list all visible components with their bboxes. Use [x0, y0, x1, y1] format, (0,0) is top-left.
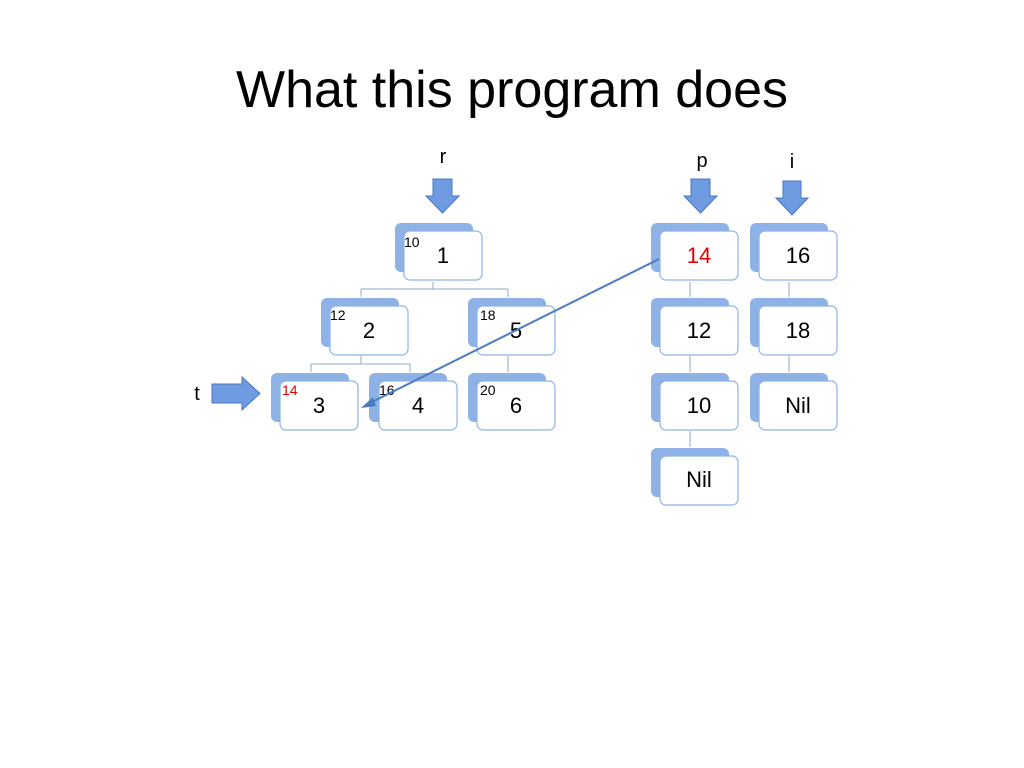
node-badge: 10 — [404, 234, 420, 250]
node-badge: 18 — [480, 307, 496, 323]
pointer-t-arrow-icon — [211, 375, 261, 412]
pointer-p-label: p — [696, 150, 707, 172]
node-label: 18 — [786, 318, 810, 343]
list-p-node: Nil — [651, 448, 739, 506]
link-arrow — [361, 258, 660, 408]
list-connectors — [689, 282, 790, 447]
pointer-i-label: i — [790, 151, 794, 173]
tree-node: 16 4 — [369, 373, 458, 431]
tree-node: 12 2 — [321, 298, 409, 356]
node-label: 2 — [363, 318, 375, 343]
tree-node: 10 1 — [395, 223, 483, 281]
tree-connectors — [310, 282, 509, 372]
tree-node: 18 5 — [468, 298, 556, 356]
pointer-r-arrow-icon — [424, 178, 461, 214]
pointer-r-label: r — [440, 146, 447, 168]
link-arrowhead-icon — [361, 397, 376, 408]
list-p-node: 12 — [651, 298, 739, 356]
slide-title: What this program does — [235, 61, 789, 119]
list-p-node: 10 — [651, 373, 739, 431]
tree-node: 14 3 — [271, 373, 359, 431]
node-label-highlight: 14 — [687, 243, 711, 268]
tree-node: 20 6 — [468, 373, 556, 431]
node-label: 10 — [687, 393, 711, 418]
list-i-node: 18 — [750, 298, 838, 356]
list-p-node: 14 — [651, 223, 739, 281]
node-label: Nil — [686, 467, 712, 492]
node-label: 6 — [510, 393, 522, 418]
node-badge: 12 — [330, 307, 346, 323]
node-badge-highlight: 14 — [282, 382, 298, 398]
node-label: 16 — [786, 243, 810, 268]
node-badge: 20 — [480, 382, 496, 398]
node-label: 3 — [313, 393, 325, 418]
node-badge: 16 — [379, 382, 395, 398]
node-label: 12 — [687, 318, 711, 343]
pointer-i-arrow-icon — [774, 180, 810, 216]
node-label: Nil — [785, 393, 811, 418]
pointer-p-arrow-icon — [682, 178, 719, 214]
list-i-node: Nil — [750, 373, 838, 431]
pointer-t-label: t — [194, 383, 200, 405]
list-i-node: 16 — [750, 223, 838, 281]
node-label: 4 — [412, 393, 424, 418]
node-label: 1 — [437, 243, 449, 268]
